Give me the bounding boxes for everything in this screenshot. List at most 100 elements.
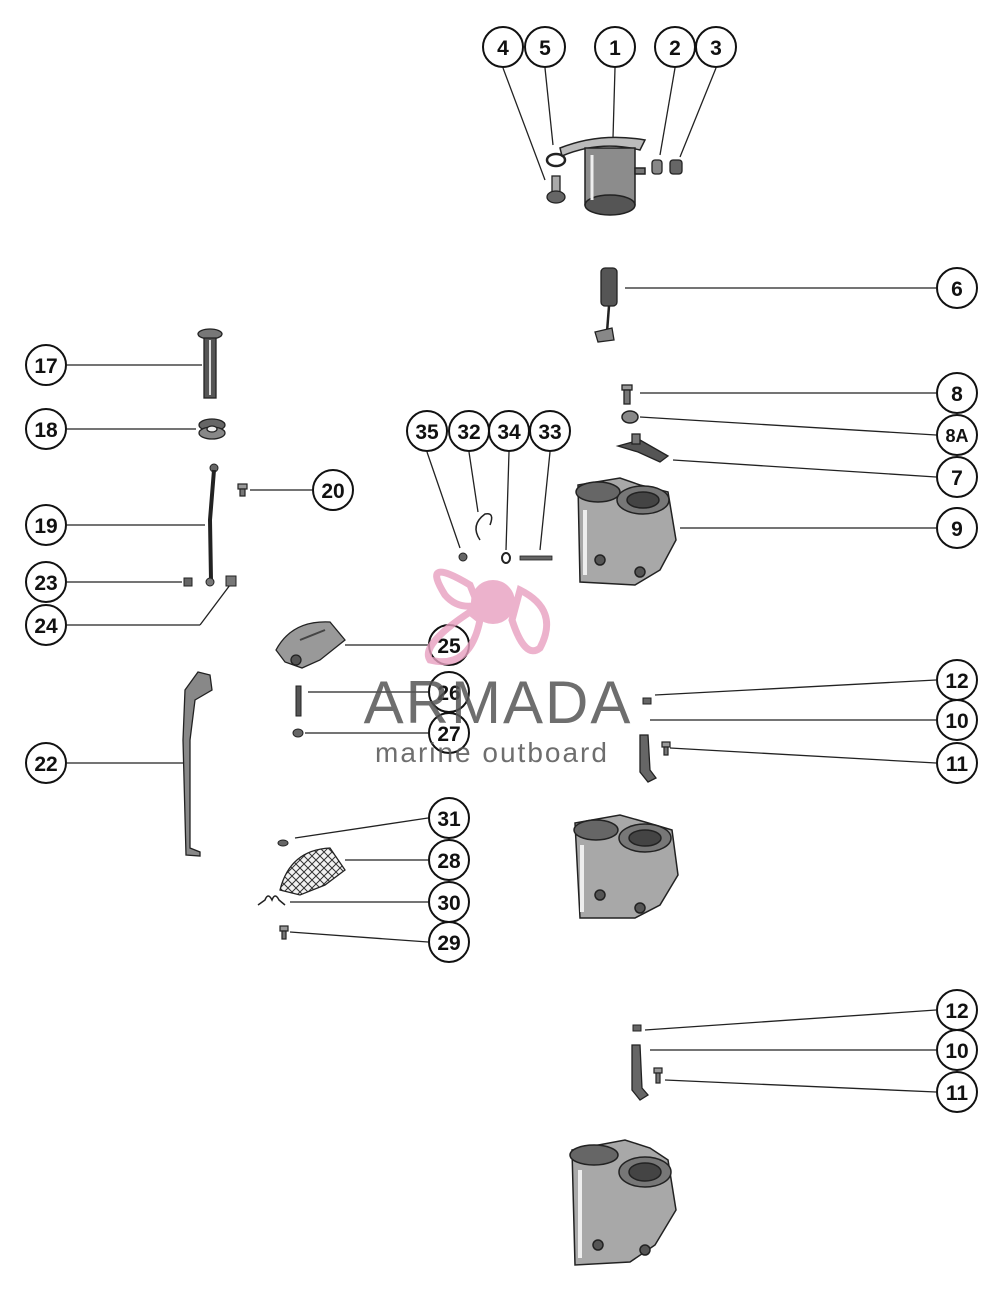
watermark-title: ARMADA bbox=[364, 669, 633, 736]
callout-1: 1 bbox=[594, 26, 636, 68]
svg-text:19: 19 bbox=[34, 515, 57, 538]
washer-part-5 bbox=[545, 152, 567, 168]
callout-22: 22 bbox=[25, 742, 67, 784]
mesh-screen-part-28 bbox=[279, 847, 346, 896]
link-part-10a bbox=[639, 734, 657, 783]
callout-12a: 12 bbox=[936, 659, 978, 701]
callout-11b: 11 bbox=[936, 1071, 978, 1113]
screw-part-20 bbox=[237, 483, 248, 497]
ball-part-35 bbox=[458, 552, 468, 562]
svg-text:27: 27 bbox=[437, 723, 460, 746]
ring-part-34 bbox=[501, 552, 511, 564]
svg-text:11: 11 bbox=[946, 753, 969, 776]
callouts: 1 2 3 4 5 6 8 8A 7 9 12 10 11 12 10 11 1… bbox=[25, 26, 978, 1113]
needle-valve-part-6 bbox=[594, 267, 618, 343]
svg-text:4: 4 bbox=[497, 37, 509, 60]
svg-text:20: 20 bbox=[321, 480, 344, 503]
link-part-10b bbox=[631, 1044, 649, 1101]
svg-text:28: 28 bbox=[437, 850, 461, 873]
callout-10a: 10 bbox=[936, 699, 978, 741]
svg-text:12: 12 bbox=[945, 1000, 968, 1023]
svg-text:11: 11 bbox=[946, 1082, 969, 1105]
svg-text:26: 26 bbox=[437, 682, 460, 705]
svg-text:6: 6 bbox=[951, 278, 963, 301]
screw-part-4 bbox=[546, 175, 566, 204]
callout-32: 32 bbox=[448, 410, 490, 452]
callout-6: 6 bbox=[936, 267, 978, 309]
callout-23: 23 bbox=[25, 561, 67, 603]
svg-text:34: 34 bbox=[497, 421, 521, 444]
svg-text:12: 12 bbox=[945, 670, 968, 693]
callout-33: 33 bbox=[529, 410, 571, 452]
choke-shaft-part-17 bbox=[197, 328, 223, 399]
lever-part-7 bbox=[615, 433, 670, 463]
callout-18: 18 bbox=[25, 408, 67, 450]
intake-flange-part bbox=[559, 136, 647, 216]
svg-text:23: 23 bbox=[34, 572, 57, 595]
svg-text:29: 29 bbox=[437, 932, 460, 955]
callout-19: 19 bbox=[25, 504, 67, 546]
leader-lines bbox=[67, 67, 937, 1093]
callout-34: 34 bbox=[488, 410, 530, 452]
callout-2: 2 bbox=[654, 26, 696, 68]
callout-17: 17 bbox=[25, 344, 67, 386]
callout-29: 29 bbox=[428, 921, 470, 963]
callout-20: 20 bbox=[312, 469, 354, 511]
washer-part-8a bbox=[621, 410, 639, 424]
callout-4: 4 bbox=[482, 26, 524, 68]
svg-text:1: 1 bbox=[609, 37, 621, 60]
screw-part-11a bbox=[661, 741, 671, 756]
watermark-subtitle: marine outboard bbox=[375, 737, 609, 768]
choke-rod-part-19 bbox=[205, 463, 219, 587]
carburetor-body-bottom bbox=[569, 1139, 677, 1266]
callout-5: 5 bbox=[524, 26, 566, 68]
screw-part-29 bbox=[279, 925, 289, 940]
callout-31: 31 bbox=[428, 797, 470, 839]
svg-text:10: 10 bbox=[945, 1040, 968, 1063]
callout-27: 27 bbox=[428, 712, 470, 754]
clip-part-12a bbox=[642, 697, 652, 705]
callout-28: 28 bbox=[428, 839, 470, 881]
screw-part-11b bbox=[653, 1067, 663, 1084]
svg-text:5: 5 bbox=[539, 37, 551, 60]
svg-text:10: 10 bbox=[945, 710, 968, 733]
svg-text:9: 9 bbox=[951, 518, 963, 541]
svg-text:35: 35 bbox=[415, 421, 439, 444]
callout-8: 8 bbox=[936, 372, 978, 414]
callout-35: 35 bbox=[406, 410, 448, 452]
callout-26: 26 bbox=[428, 671, 470, 713]
clip-part-31 bbox=[277, 839, 289, 847]
carburetor-body-middle bbox=[573, 814, 679, 919]
callout-11a: 11 bbox=[936, 742, 978, 784]
callout-3: 3 bbox=[695, 26, 737, 68]
fitting-part-3 bbox=[669, 159, 683, 175]
propeller-logo-icon bbox=[425, 568, 551, 666]
callout-10b: 10 bbox=[936, 1029, 978, 1071]
pin-part-26 bbox=[295, 685, 302, 717]
spring-part-32 bbox=[475, 512, 493, 541]
svg-text:2: 2 bbox=[669, 37, 681, 60]
nut-part-27 bbox=[292, 728, 304, 738]
clip-part-12b bbox=[632, 1024, 642, 1032]
callout-30: 30 bbox=[428, 881, 470, 923]
svg-text:30: 30 bbox=[437, 892, 460, 915]
svg-text:31: 31 bbox=[437, 808, 461, 831]
carburetor-body-part-9 bbox=[575, 477, 677, 586]
svg-text:8A: 8A bbox=[945, 426, 968, 446]
callout-24: 24 bbox=[25, 604, 67, 646]
callout-9: 9 bbox=[936, 507, 978, 549]
callout-12b: 12 bbox=[936, 989, 978, 1031]
svg-text:24: 24 bbox=[34, 615, 58, 638]
svg-text:32: 32 bbox=[457, 421, 480, 444]
svg-text:3: 3 bbox=[710, 37, 722, 60]
fitting-part-2 bbox=[651, 159, 663, 175]
svg-text:7: 7 bbox=[951, 467, 963, 490]
callout-7: 7 bbox=[936, 456, 978, 498]
pin-part-33 bbox=[519, 555, 553, 561]
spring-part-30 bbox=[257, 895, 286, 906]
svg-text:22: 22 bbox=[34, 753, 57, 776]
watermark: ARMADA marine outboard bbox=[364, 568, 633, 768]
grommet-part-18 bbox=[198, 418, 226, 440]
svg-text:33: 33 bbox=[538, 421, 561, 444]
